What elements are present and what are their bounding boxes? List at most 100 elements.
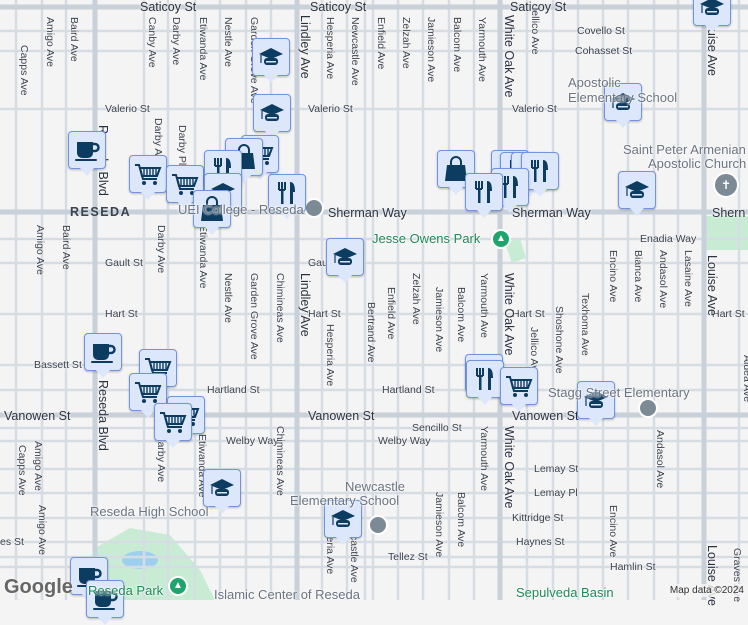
- school-pin[interactable]: [203, 469, 241, 514]
- cart-pin[interactable]: [129, 155, 167, 200]
- school-pin[interactable]: [326, 238, 364, 283]
- street-label: Sencillo St: [412, 422, 462, 434]
- church-marker-icon[interactable]: ✝: [713, 172, 739, 198]
- street-label: Darby Pl: [176, 125, 188, 166]
- street-label: Garden Grove Ave: [248, 273, 260, 360]
- street-label: Balcom Ave: [455, 492, 467, 548]
- street-label: Texhoma Ave: [579, 293, 591, 356]
- street-label: Reseda Blvd: [96, 380, 110, 451]
- street-label: Enadia Way: [640, 233, 697, 245]
- street-label: Hart St: [712, 308, 745, 320]
- street-label: Valerio St: [308, 103, 353, 115]
- jesse-owens-park-label[interactable]: Jesse Owens Park: [372, 231, 481, 246]
- street-label: Andasol Ave: [657, 250, 669, 309]
- street-label: Capps Ave: [18, 45, 30, 96]
- street-label: Vanowen St: [512, 409, 579, 423]
- street-label: Enfield Ave: [375, 17, 387, 70]
- cart-pin[interactable]: [154, 403, 192, 448]
- street-label: Aldea Ave: [741, 355, 748, 403]
- cart-pin[interactable]: [500, 367, 538, 412]
- street-label: Yarmouth Ave: [478, 273, 490, 338]
- street-label: Chimineas Ave: [274, 426, 286, 496]
- street-label: Hart St: [105, 308, 138, 320]
- restaurant-pin[interactable]: [466, 360, 504, 405]
- street-label: Zelzah Ave: [410, 273, 422, 325]
- street-label: Valerio St: [512, 103, 557, 115]
- street-label: Encino Ave: [607, 250, 619, 303]
- coffee-pin[interactable]: [84, 333, 122, 378]
- apostolic-school-label-1[interactable]: Apostolic: [568, 75, 621, 90]
- street-label: Hart St: [308, 308, 341, 320]
- street-label: Balcom Ave: [451, 17, 463, 73]
- coffee-pin[interactable]: [68, 131, 106, 176]
- street-label: Jamieson Ave: [425, 17, 437, 83]
- street-label: Amigo Ave: [44, 17, 56, 68]
- street-label: Tellez St: [388, 551, 428, 563]
- restaurant-pin[interactable]: [465, 173, 503, 218]
- street-label: Saticoy St: [510, 0, 567, 14]
- street-label: Hartland St: [382, 384, 435, 396]
- street-label: Lemay St: [534, 463, 579, 475]
- school-pin[interactable]: [604, 83, 642, 128]
- park-marker-icon[interactable]: ▲: [168, 576, 188, 596]
- map-attribution[interactable]: Map data ©2024: [665, 584, 748, 597]
- street-label: Cohasset St: [575, 45, 633, 57]
- school-pin[interactable]: [252, 38, 290, 83]
- street-label: Andasol Ave: [654, 430, 666, 489]
- college-marker-icon[interactable]: [304, 198, 324, 218]
- street-label: Shern: [712, 206, 746, 220]
- street-label: Welby Way: [378, 435, 431, 447]
- church-label-2[interactable]: Apostolic Church: [648, 156, 747, 171]
- street-label: Hartland St: [207, 384, 260, 396]
- cart-pin[interactable]: [129, 373, 167, 418]
- school-pin[interactable]: [693, 0, 731, 33]
- church-label-1[interactable]: Saint Peter Armenian: [623, 142, 746, 157]
- street-label: Gault St: [105, 257, 143, 269]
- street-label: Welby Way: [226, 435, 279, 447]
- street-label: Vanowen St: [308, 409, 375, 423]
- newcastle-school-label-1[interactable]: Newcastle: [345, 479, 405, 494]
- bag-pin[interactable]: [437, 150, 475, 195]
- street-label: Capps Ave: [16, 445, 28, 496]
- bag-pin[interactable]: [193, 190, 231, 235]
- stagg-school-label[interactable]: Stagg Street Elementary: [548, 385, 690, 400]
- reseda-park-label[interactable]: Reseda Park: [88, 583, 164, 598]
- street-label: White Oak Ave: [502, 426, 516, 509]
- street-label: Lasaine Ave: [682, 250, 694, 308]
- school-marker-icon[interactable]: [638, 398, 658, 418]
- school-pin[interactable]: [577, 381, 615, 426]
- roads: [0, 0, 748, 600]
- cart-pin[interactable]: [166, 165, 204, 210]
- street-label: Lindley Ave: [298, 15, 312, 79]
- uei-college-label[interactable]: UEI College - Reseda: [178, 202, 304, 217]
- school-marker-icon[interactable]: [368, 515, 388, 535]
- street-label: Saticoy St: [310, 0, 367, 14]
- street-label: Balcom Ave: [455, 287, 467, 343]
- street-label: Bassett St: [34, 359, 82, 371]
- street-label: Nestle Ave: [222, 17, 234, 68]
- street-label: Yarmouth Ave: [476, 17, 488, 82]
- street-label: Louise Ave: [705, 255, 719, 316]
- school-pin[interactable]: [253, 94, 291, 139]
- school-pin[interactable]: [324, 500, 362, 545]
- street-label: Baird Ave: [68, 17, 80, 62]
- sepulveda-basin-label[interactable]: Sepulveda Basin: [516, 585, 614, 600]
- reseda-high-label[interactable]: Reseda High School: [90, 504, 209, 519]
- restaurant-pin[interactable]: [268, 174, 306, 219]
- street-label: Canby Ave: [146, 17, 158, 68]
- school-pin[interactable]: [618, 171, 656, 216]
- street-label: White Oak Ave: [502, 273, 516, 356]
- street-label: es St: [0, 536, 24, 548]
- street-label: Yarmouth Ave: [478, 426, 490, 491]
- street-label: Baird Ave: [60, 225, 72, 270]
- street-label: Gau: [308, 257, 328, 269]
- apostolic-school-label-2[interactable]: Elementary School: [568, 90, 678, 105]
- neighborhood-label: RESEDA: [70, 205, 132, 219]
- newcastle-school-label-2[interactable]: Elementary School: [290, 493, 400, 508]
- islamic-center-label[interactable]: Islamic Center of Reseda: [214, 587, 360, 602]
- street-label: Kittridge St: [512, 512, 564, 524]
- map-canvas[interactable]: [0, 0, 748, 600]
- park-marker-icon[interactable]: ▲: [491, 229, 511, 249]
- street-label: Darby Ave: [170, 17, 182, 66]
- street-label: Hesperia Ave: [324, 17, 336, 80]
